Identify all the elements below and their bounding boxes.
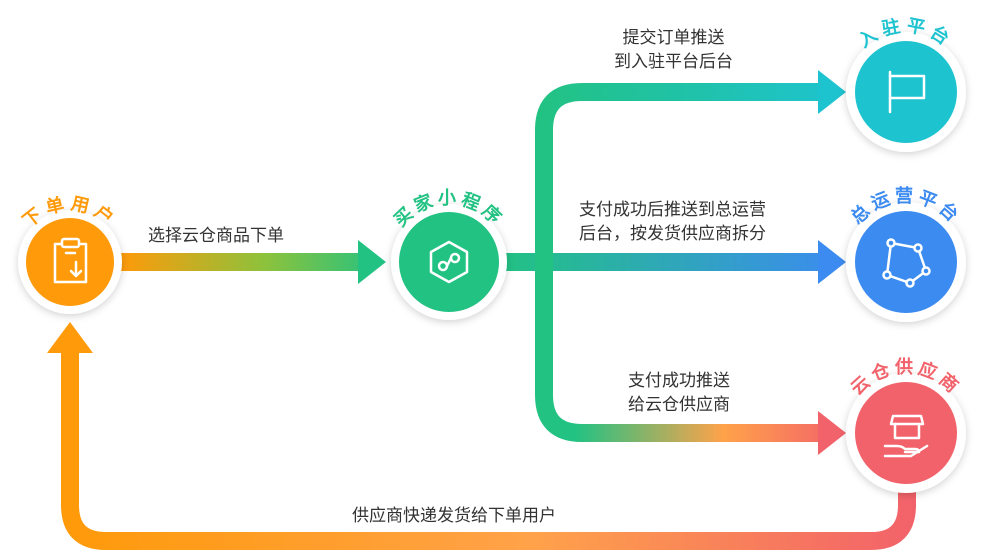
- node-ops-platform[interactable]: 总运营平台: [846, 185, 966, 322]
- node-settled-platform[interactable]: 入驻平台: [846, 14, 966, 152]
- shipping-arrowhead: [47, 322, 93, 353]
- clipboard-download-icon: [53, 237, 88, 284]
- box-hand-icon: [883, 414, 929, 458]
- node-order-user[interactable]: 下单用户: [18, 192, 122, 314]
- ops-arrowhead: [818, 240, 846, 284]
- label-ship-to-user: 供应商快递发货给下单用户: [352, 506, 556, 526]
- platform-arrowhead: [818, 70, 846, 114]
- supplier-line: [535, 240, 820, 442]
- label-push-supplier: 支付成功推送 给云仓供应商: [628, 371, 730, 415]
- flow-lines: [47, 70, 916, 550]
- polygon-nodes-icon: [882, 238, 931, 288]
- label-select-order: 选择云仓商品下单: [148, 226, 284, 246]
- platform-line: [535, 83, 820, 300]
- node-cloud-supplier[interactable]: 云仓供应商: [846, 356, 966, 493]
- supplier-arrowhead: [818, 411, 846, 455]
- mini-program-icon: [429, 240, 469, 284]
- label-push-platform: 提交订单推送 到入驻平台后台: [614, 28, 733, 72]
- order-arrowhead: [358, 240, 386, 284]
- flag-icon: [888, 70, 926, 114]
- node-mini-program[interactable]: 买家小程序: [390, 188, 509, 320]
- label-push-ops: 支付成功后推送到总运营 后台，按发货供应商拆分: [579, 200, 766, 244]
- shipping-return-line: [61, 345, 916, 550]
